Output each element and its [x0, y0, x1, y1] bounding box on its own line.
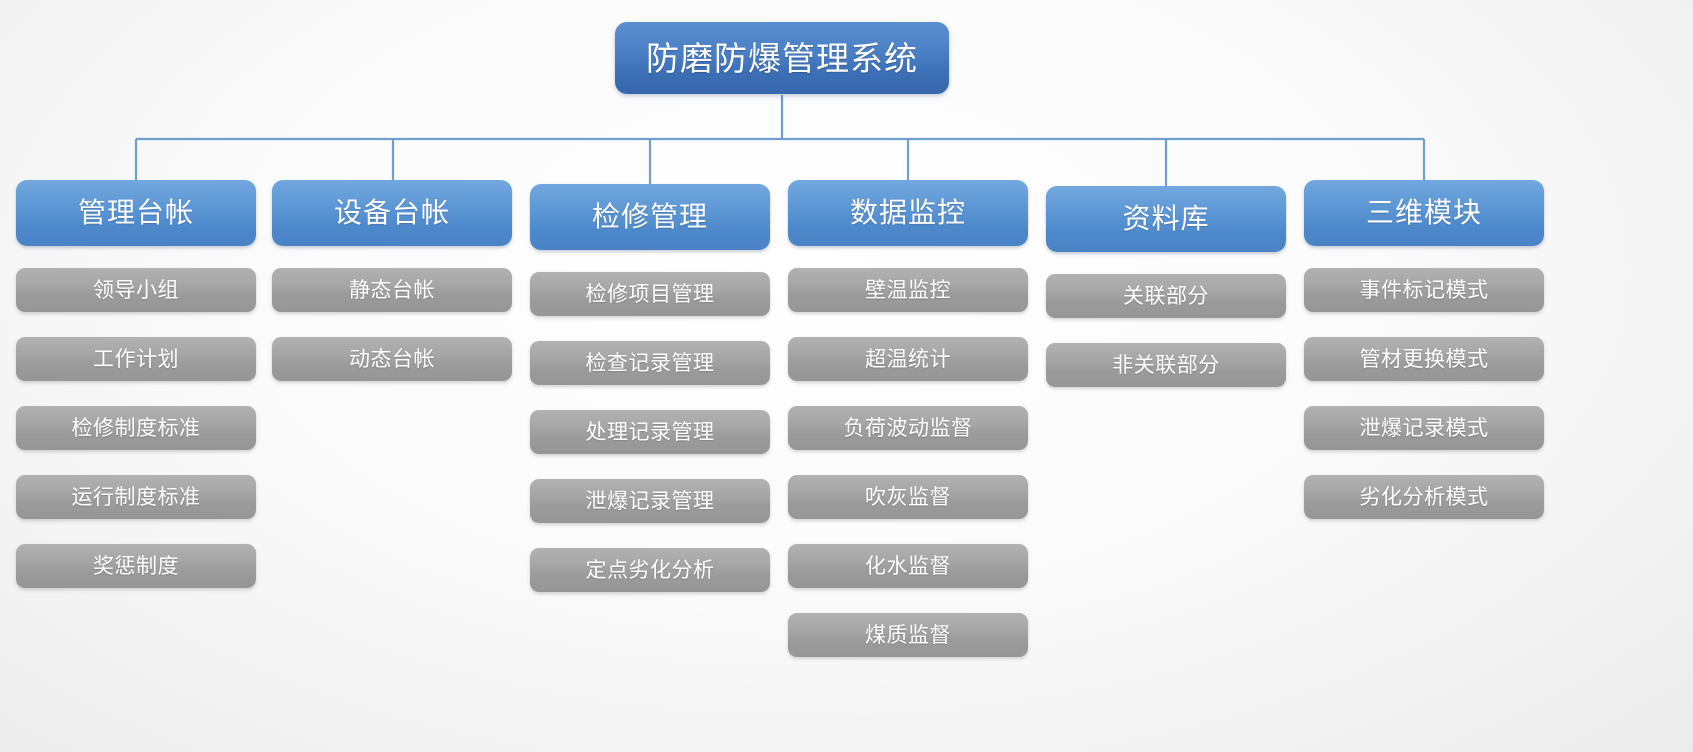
branch-column-shebeitaizhang: 设备台帐 静态台帐 动态台帐	[272, 180, 512, 406]
branch-column-guanlitaizhang: 管理台帐 领导小组 工作计划 检修制度标准 运行制度标准 奖惩制度	[16, 180, 256, 613]
leaf-node-label: 检修制度标准	[71, 415, 201, 440]
leaf-node-label: 关联部分	[1123, 283, 1209, 308]
leaf-node-label: 领导小组	[93, 277, 179, 302]
branch-column-ziliaoku: 资料库 关联部分 非关联部分	[1046, 180, 1286, 412]
branch-node-label: 数据监控	[849, 196, 966, 229]
branch-column-shujujiankong: 数据监控 壁温监控 超温统计 负荷波动监督 吹灰监督 化水监督 煤质监督	[788, 180, 1028, 682]
branch-node-label: 设备台帐	[333, 196, 450, 229]
branch-node-jianxiuguanli[interactable]: 检修管理	[530, 184, 770, 250]
leaf-node-label: 处理记录管理	[585, 419, 715, 444]
leaf-node-label: 负荷波动监督	[843, 415, 973, 440]
leaf-node[interactable]: 煤质监督	[788, 613, 1028, 657]
leaf-node[interactable]: 化水监督	[788, 544, 1028, 588]
leaf-node[interactable]: 定点劣化分析	[530, 548, 770, 592]
leaf-node-label: 检修项目管理	[585, 281, 715, 306]
root-node[interactable]: 防磨防爆管理系统	[615, 22, 949, 94]
leaf-node-label: 泄爆记录模式	[1359, 415, 1489, 440]
branch-node-label: 管理台帐	[77, 196, 194, 229]
leaf-node[interactable]: 运行制度标准	[16, 475, 256, 519]
leaf-node[interactable]: 工作计划	[16, 337, 256, 381]
leaf-node[interactable]: 泄爆记录模式	[1304, 406, 1544, 450]
leaf-node-label: 壁温监控	[865, 277, 951, 302]
leaf-node[interactable]: 非关联部分	[1046, 343, 1286, 387]
leaf-node[interactable]: 动态台帐	[272, 337, 512, 381]
child-list: 关联部分 非关联部分	[1046, 274, 1286, 412]
child-list: 静态台帐 动态台帐	[272, 268, 512, 406]
leaf-node-label: 超温统计	[865, 346, 951, 371]
leaf-node[interactable]: 泄爆记录管理	[530, 479, 770, 523]
branch-node-guanlitaizhang[interactable]: 管理台帐	[16, 180, 256, 246]
branch-node-label: 三维模块	[1365, 196, 1482, 229]
leaf-node[interactable]: 奖惩制度	[16, 544, 256, 588]
child-list: 检修项目管理 检查记录管理 处理记录管理 泄爆记录管理 定点劣化分析	[530, 272, 770, 617]
leaf-node-label: 管材更换模式	[1359, 346, 1489, 371]
leaf-node-label: 工作计划	[93, 346, 179, 371]
leaf-node-label: 静态台帐	[349, 277, 435, 302]
leaf-node-label: 劣化分析模式	[1359, 484, 1489, 509]
leaf-node-label: 动态台帐	[349, 346, 435, 371]
branch-node-label: 资料库	[1122, 202, 1210, 235]
branch-node-label: 检修管理	[591, 200, 708, 233]
leaf-node-label: 化水监督	[865, 553, 951, 578]
leaf-node-label: 泄爆记录管理	[585, 488, 715, 513]
leaf-node-label: 检查记录管理	[585, 350, 715, 375]
leaf-node[interactable]: 负荷波动监督	[788, 406, 1028, 450]
leaf-node[interactable]: 检查记录管理	[530, 341, 770, 385]
child-list: 壁温监控 超温统计 负荷波动监督 吹灰监督 化水监督 煤质监督	[788, 268, 1028, 682]
leaf-node-label: 运行制度标准	[71, 484, 201, 509]
leaf-node[interactable]: 检修项目管理	[530, 272, 770, 316]
leaf-node[interactable]: 吹灰监督	[788, 475, 1028, 519]
branch-column-sanweimokuai: 三维模块 事件标记模式 管材更换模式 泄爆记录模式 劣化分析模式	[1304, 180, 1544, 544]
leaf-node[interactable]: 管材更换模式	[1304, 337, 1544, 381]
child-list: 领导小组 工作计划 检修制度标准 运行制度标准 奖惩制度	[16, 268, 256, 613]
leaf-node-label: 奖惩制度	[93, 553, 179, 578]
leaf-node-label: 定点劣化分析	[585, 557, 715, 582]
leaf-node[interactable]: 关联部分	[1046, 274, 1286, 318]
leaf-node[interactable]: 领导小组	[16, 268, 256, 312]
leaf-node-label: 事件标记模式	[1359, 277, 1489, 302]
leaf-node-label: 吹灰监督	[865, 484, 951, 509]
leaf-node[interactable]: 检修制度标准	[16, 406, 256, 450]
branch-node-shebeitaizhang[interactable]: 设备台帐	[272, 180, 512, 246]
leaf-node[interactable]: 处理记录管理	[530, 410, 770, 454]
leaf-node-label: 煤质监督	[865, 622, 951, 647]
leaf-node[interactable]: 壁温监控	[788, 268, 1028, 312]
leaf-node[interactable]: 超温统计	[788, 337, 1028, 381]
leaf-node[interactable]: 劣化分析模式	[1304, 475, 1544, 519]
leaf-node-label: 非关联部分	[1112, 352, 1220, 377]
branch-node-sanweimokuai[interactable]: 三维模块	[1304, 180, 1544, 246]
branch-node-ziliaoku[interactable]: 资料库	[1046, 186, 1286, 252]
child-list: 事件标记模式 管材更换模式 泄爆记录模式 劣化分析模式	[1304, 268, 1544, 544]
branch-column-jianxiuguanli: 检修管理 检修项目管理 检查记录管理 处理记录管理 泄爆记录管理 定点劣化分析	[530, 180, 770, 617]
branch-node-shujujiankong[interactable]: 数据监控	[788, 180, 1028, 246]
leaf-node[interactable]: 静态台帐	[272, 268, 512, 312]
root-node-label: 防磨防爆管理系统	[646, 38, 918, 78]
leaf-node[interactable]: 事件标记模式	[1304, 268, 1544, 312]
